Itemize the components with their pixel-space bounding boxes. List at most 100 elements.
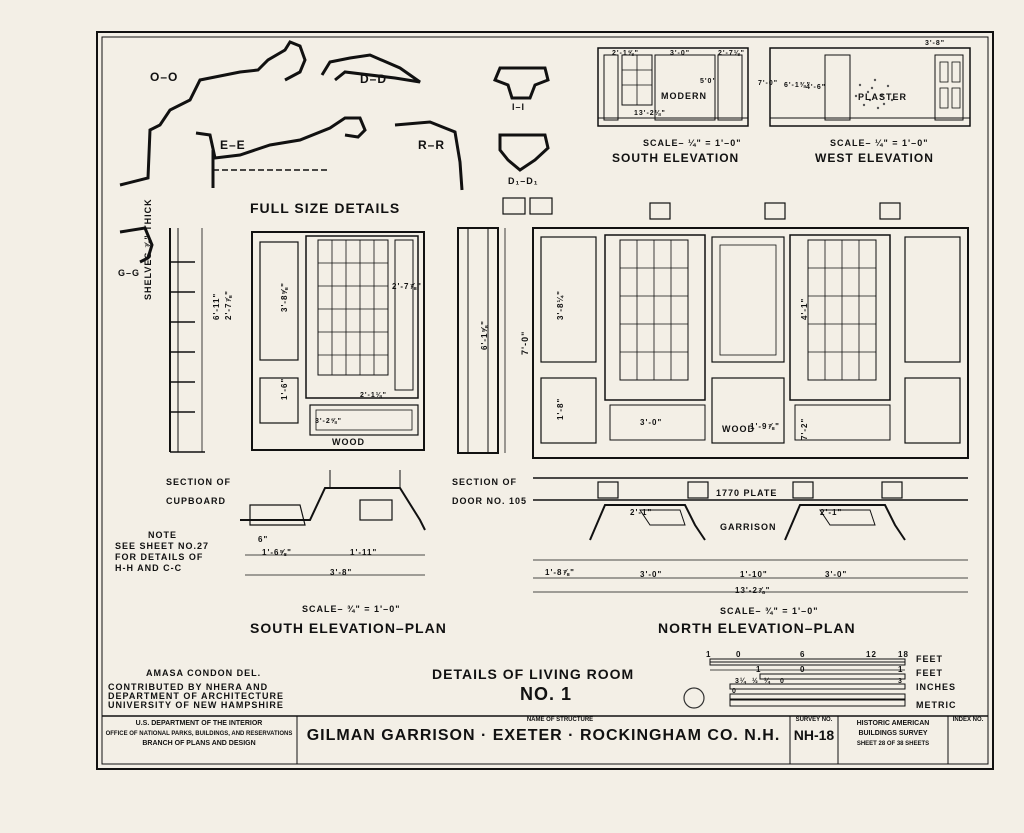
cupboard-dim-4: 3'-2⅝" bbox=[315, 418, 342, 425]
index-no-label: INDEX NO. bbox=[952, 717, 984, 723]
north-elevation-plan-title: NORTH ELEVATION–PLAN bbox=[658, 620, 856, 636]
habs-line-2: BUILDINGS SURVEY bbox=[858, 730, 928, 737]
scale-mid-tick-1b: 1 bbox=[898, 665, 904, 674]
scale-tick-18: 18 bbox=[898, 650, 909, 659]
habs-block: HISTORIC AMERICAN BUILDINGS SURVEY SHEET… bbox=[840, 719, 946, 749]
south-elev-dim-4: 5'0" bbox=[700, 78, 717, 85]
label-oo: O–O bbox=[150, 70, 179, 84]
west-elevation-title: WEST ELEVATION bbox=[815, 151, 934, 165]
label-ii: I–I bbox=[512, 102, 526, 112]
north-plan-dim-4: 3'-0" bbox=[640, 570, 663, 579]
south-elev-modern-label: MODERN bbox=[661, 91, 707, 101]
survey-no-label: SURVEY NO. bbox=[795, 717, 833, 723]
north-elev-dim-1: 3'-8¼" bbox=[556, 290, 565, 320]
north-elev-dim-3: 3'-0" bbox=[640, 418, 663, 427]
south-elev-dim-1: 2'-1⅝" bbox=[612, 50, 639, 57]
scale-unit-feet-2: FEET bbox=[916, 668, 944, 678]
west-elev-dim-2: 6'-1⅜" bbox=[784, 82, 811, 89]
label-dd: D–D bbox=[360, 72, 388, 86]
west-elev-dim-3: 4'-6" bbox=[806, 84, 827, 91]
scale-in-tick-2: ½ bbox=[752, 678, 759, 685]
structure-name: GILMAN GARRISON · EXETER · ROCKINGHAM CO… bbox=[306, 727, 781, 744]
south-plan-drawing bbox=[240, 470, 426, 576]
north-plan-scale: SCALE– ¾" = 1'–0" bbox=[720, 606, 819, 616]
south-elev-dim-2: 3'-0" bbox=[670, 50, 691, 57]
cupboard-elevation bbox=[251, 231, 425, 451]
title-block-lines bbox=[296, 716, 949, 764]
north-elev-wood-label: WOOD bbox=[722, 424, 755, 434]
shelf-section bbox=[169, 228, 205, 453]
plaster-stipple bbox=[854, 78, 894, 110]
west-elevation-small bbox=[769, 47, 971, 127]
north-plan-dim-5: 1'-10" bbox=[740, 570, 768, 579]
scale-in-tick-3b: 3 bbox=[898, 678, 903, 685]
cupboard-dim-2: 1'-6" bbox=[280, 377, 289, 400]
profile-dd bbox=[320, 53, 421, 84]
west-elev-dim-4: 3'-8" bbox=[925, 40, 946, 47]
survey-number: NH-18 bbox=[793, 727, 835, 743]
sheet-count: SHEET 28 OF 38 SHEETS bbox=[856, 741, 930, 747]
south-elev-scale: SCALE– ¼" = 1'–0" bbox=[643, 138, 742, 148]
north-plan-dim-3: 1'-8⅞" bbox=[545, 568, 575, 577]
agency-line-2: OFFICE OF NATIONAL PARKS, BUILDINGS, AND… bbox=[105, 731, 293, 737]
north-plan-dim-overall: 13'-2⅞" bbox=[735, 586, 771, 595]
west-elev-dim-1: 7'-0" bbox=[758, 80, 779, 87]
door-section bbox=[457, 227, 506, 454]
north-elev-dim-6: 7'-2" bbox=[800, 417, 809, 440]
north-plan-garrison: GARRISON bbox=[720, 522, 777, 532]
cupboard-dim-5: 2'-1⅛" bbox=[360, 392, 387, 399]
cupboard-dim-1: 3'-8⅝" bbox=[280, 282, 289, 312]
north-elev-dim-height: 7'-0" bbox=[520, 330, 530, 355]
north-elev-dim-5: 4'-1" bbox=[800, 297, 809, 320]
note-line-2: SEE SHEET NO.27 bbox=[115, 541, 210, 551]
south-plan-dim-4: 6" bbox=[258, 535, 269, 544]
door-section-dim: 6'-1⅝" bbox=[480, 320, 489, 350]
scale-tick-0: 0 bbox=[736, 650, 742, 659]
south-plan-dim-2: 1'-11" bbox=[350, 548, 378, 557]
north-plan-drawing bbox=[533, 477, 968, 593]
inner-border bbox=[101, 36, 989, 765]
note-line-3: FOR DETAILS OF bbox=[115, 552, 204, 562]
scale-bar bbox=[709, 658, 906, 707]
south-elevation-small bbox=[597, 47, 749, 127]
shelves-thick-label: SHELVES ⅞" THICK bbox=[143, 198, 153, 300]
north-plan-dim-2: 2'-1" bbox=[820, 508, 843, 517]
credit-line-2: CONTRIBUTED BY NHERA AND bbox=[108, 682, 269, 692]
profile-d1d1 bbox=[498, 133, 550, 172]
drawing-title-line-2: NO. 1 bbox=[520, 684, 573, 704]
scale-in-tick-3: ¼ bbox=[764, 678, 771, 685]
south-plan-dim-3: 3'-8" bbox=[330, 568, 353, 577]
south-elev-dim-5: 13'-2⅛" bbox=[634, 110, 666, 117]
cupboard-dim-height-1: 6'-11" bbox=[212, 292, 221, 320]
north-elev-dim-2: 1'-8" bbox=[556, 397, 565, 420]
west-elev-plaster-label: PLASTER bbox=[858, 92, 908, 102]
section-cupboard-label-1: SECTION OF bbox=[166, 477, 232, 487]
agency-line-1: U.S. DEPARTMENT OF THE INTERIOR bbox=[135, 720, 263, 727]
scale-tick-6: 6 bbox=[800, 650, 806, 659]
agency-line-3: BRANCH OF PLANS AND DESIGN bbox=[142, 740, 256, 747]
cupboard-dim-3: 2'-7⅞" bbox=[392, 282, 422, 291]
note-line-4: H-H AND C-C bbox=[115, 563, 183, 573]
south-plan-scale: SCALE– ¾" = 1'–0" bbox=[302, 604, 401, 614]
scale-in-tick-1: 3¼ bbox=[735, 678, 747, 685]
scale-unit-inches: INCHES bbox=[916, 682, 957, 692]
label-rr: R–R bbox=[418, 138, 446, 152]
south-elevation-plan-title: SOUTH ELEVATION–PLAN bbox=[250, 620, 447, 636]
profile-ii bbox=[493, 66, 550, 100]
credit-line-1: AMASA CONDON DEL. bbox=[146, 668, 262, 678]
cupboard-wood-label: WOOD bbox=[332, 437, 365, 447]
credit-line-3: DEPARTMENT OF ARCHITECTURE bbox=[108, 691, 284, 701]
label-ee: E–E bbox=[220, 138, 246, 152]
west-elev-scale: SCALE– ¼" = 1'–0" bbox=[830, 138, 929, 148]
south-plan-dim-1: 1'-6⅝" bbox=[262, 548, 292, 557]
scale-mid-tick-0: 0 bbox=[800, 665, 806, 674]
north-plan-1770-plate: 1770 PLATE bbox=[716, 488, 778, 498]
scale-mid-tick-1: 1 bbox=[756, 665, 762, 674]
section-door-label-1: SECTION OF bbox=[452, 477, 518, 487]
scale-tick-1: 1 bbox=[706, 650, 712, 659]
north-plan-dim-6: 3'-0" bbox=[825, 570, 848, 579]
profile-oo bbox=[119, 40, 307, 187]
profile-rr bbox=[394, 120, 464, 191]
scale-tick-12: 12 bbox=[866, 650, 877, 659]
